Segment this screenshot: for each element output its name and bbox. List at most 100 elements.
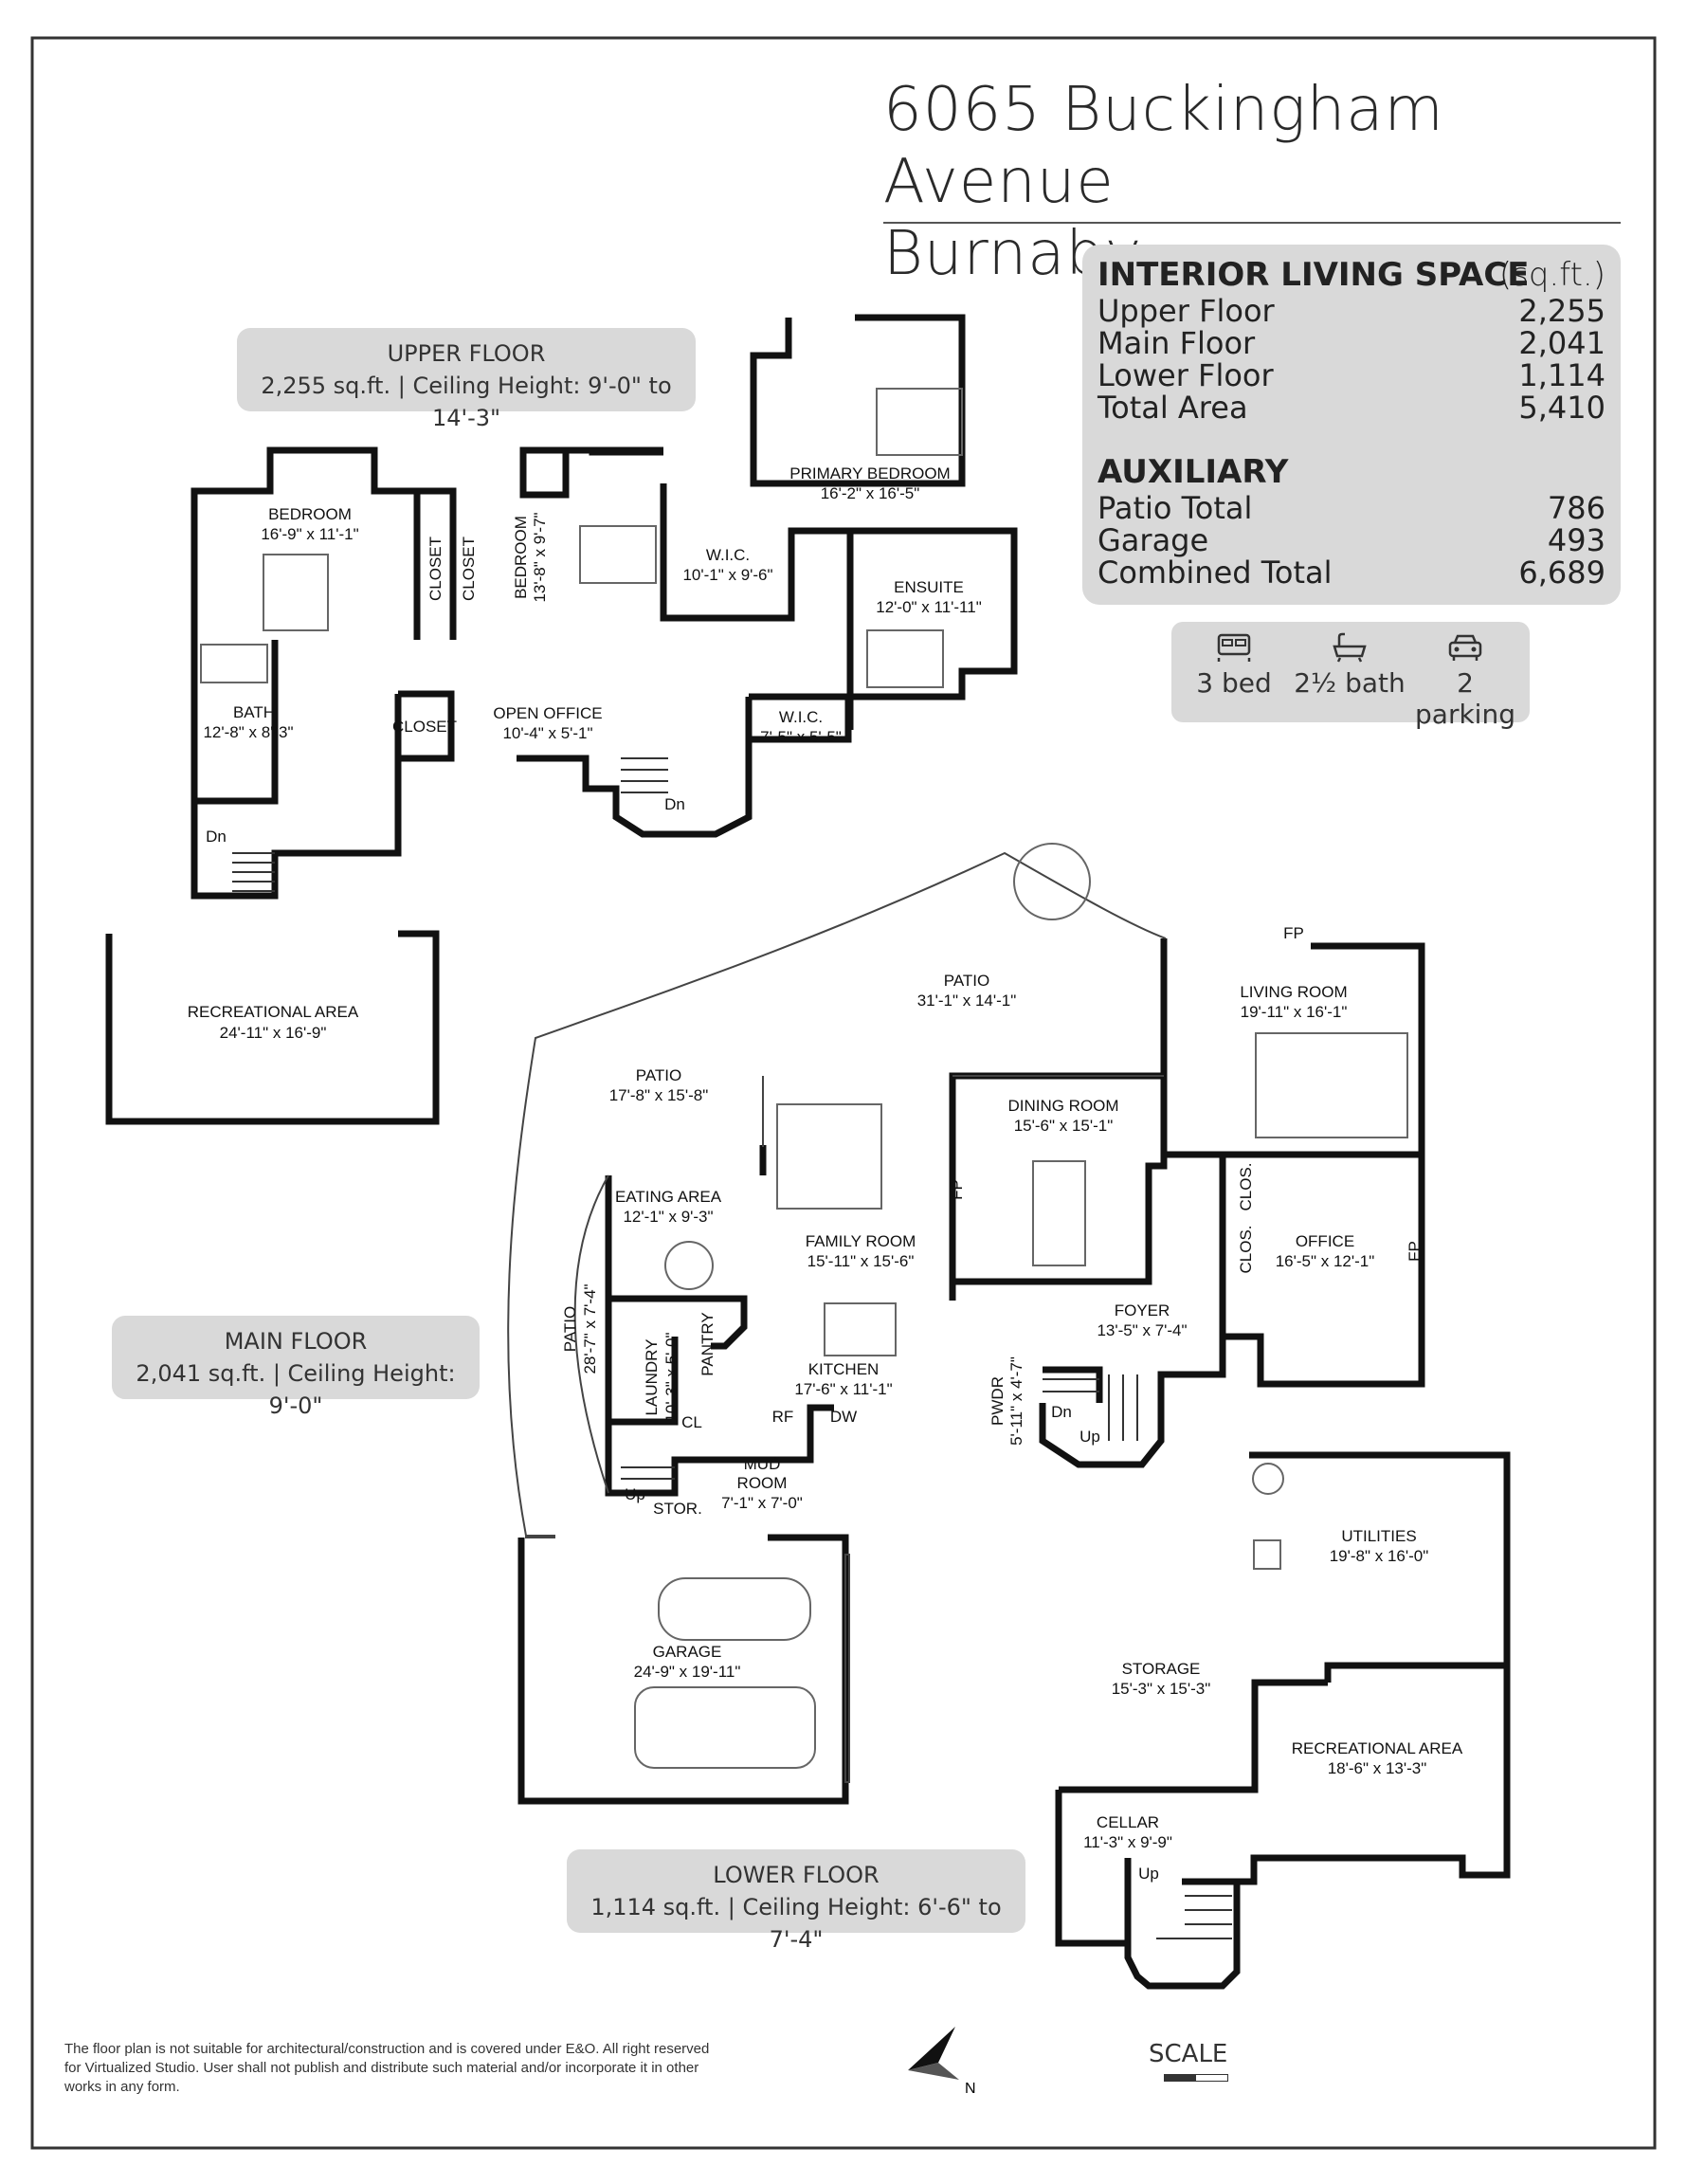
marker-up-main: Up [1079, 1428, 1100, 1446]
dims-primary-bedroom: 16'-2" x 16'-5" [821, 484, 920, 502]
label-patio-side: PATIO [561, 1306, 579, 1353]
label-dining-room: DINING ROOM [1007, 1097, 1118, 1115]
table-eating [664, 1241, 714, 1290]
title-divider [883, 222, 1621, 224]
label-storage: STORAGE [1122, 1660, 1201, 1678]
dims-garage: 24'-9" x 19'-11" [634, 1663, 741, 1681]
room-labels: PRIMARY BEDROOM 16'-2" x 16'-5" BEDROOM … [188, 464, 1463, 1883]
bed-icon [1217, 633, 1251, 662]
dims-family-room: 15'-11" x 15'-6" [807, 1252, 915, 1270]
marker-dn-upper: Dn [664, 795, 685, 813]
dims-patio-top: 31'-1" x 14'-1" [917, 992, 1017, 1010]
feature-bath: 2½ bath [1293, 631, 1406, 699]
dims-office: 16'-5" x 12'-1" [1276, 1252, 1375, 1270]
label-patio-left: PATIO [636, 1066, 682, 1084]
label-closet-b: CLOSET [460, 537, 478, 601]
bathtub-icon [1333, 632, 1367, 663]
walls [105, 314, 1511, 1990]
bathtub-ensuite [866, 629, 944, 688]
lower-floor-detail: 1,114 sq.ft. | Ceiling Height: 6'-6" to … [590, 1894, 1002, 1953]
dims-open-office: 10'-4" x 5'-1" [502, 724, 592, 742]
dims-mud-room: 7'-1" x 7'-0" [721, 1494, 803, 1512]
car-lower [634, 1686, 816, 1769]
features-panel: 3 bed 2½ bath 2 parking [1171, 622, 1530, 730]
dims-storage: 15'-3" x 15'-3" [1112, 1680, 1211, 1698]
disclaimer-line: for Virtualized Studio. User shall not p… [64, 2060, 699, 2076]
main-floor-detail: 2,041 sq.ft. | Ceiling Height: 9'-0" [136, 1360, 456, 1419]
label-pantry: PANTRY [698, 1312, 717, 1375]
main-floor-tag: MAIN FLOOR 2,041 sq.ft. | Ceiling Height… [112, 1316, 480, 1419]
marker-fp-family: FP [948, 1179, 966, 1200]
dims-bedroom2: 13'-8" x 9'-7" [531, 512, 549, 602]
label-stor: STOR. [653, 1500, 702, 1518]
table-dining [1032, 1160, 1086, 1266]
label-rec-upper: RECREATIONAL AREA [188, 1003, 359, 1021]
label-laundry: LAUNDRY [643, 1339, 661, 1416]
summary-value: 493 [1547, 522, 1605, 558]
disclaimer-line: works in any form. [64, 2079, 180, 2095]
label-closet-c: CLOSET [392, 718, 457, 736]
dims-kitchen: 17'-6" x 11'-1" [794, 1380, 892, 1398]
label-cellar: CELLAR [1097, 1813, 1159, 1831]
plant-patio [1013, 843, 1091, 920]
summary-row: Lower Floor 1,114 [1097, 358, 1605, 392]
bed-bedroom2 [579, 525, 657, 584]
dims-patio-side: 28'-7" x 7'-4" [581, 1283, 599, 1374]
feature-parking: 2 parking [1408, 631, 1522, 730]
auxiliary-heading: AUXILIARY [1097, 453, 1289, 491]
summary-value: 6,689 [1518, 555, 1605, 591]
dims-dining-room: 15'-6" x 15'-1" [1014, 1117, 1114, 1135]
label-open-office: OPEN OFFICE [493, 704, 602, 722]
auxiliary-heading-row: AUXILIARY [1097, 455, 1605, 489]
interior-heading: INTERIOR LIVING SPACE [1097, 256, 1530, 294]
dims-bath: 12'-8" x 8'-3" [203, 723, 293, 741]
dims-bedroom1: 16'-9" x 11'-1" [261, 525, 358, 543]
label-foyer: FOYER [1115, 1301, 1170, 1320]
summary-row: Garage 493 [1097, 523, 1605, 557]
bed-bedroom1 [263, 554, 329, 631]
summary-label: Combined Total [1097, 555, 1333, 591]
summary-label: Upper Floor [1097, 293, 1275, 329]
lower-floor-name: LOWER FLOOR [713, 1862, 880, 1888]
scale-bar [1164, 2074, 1228, 2082]
dims-eating-area: 12'-1" x 9'-3" [623, 1208, 713, 1226]
summary-value: 5,410 [1518, 390, 1605, 426]
dims-foyer: 13'-5" x 7'-4" [1097, 1321, 1187, 1339]
bed-count: 3 bed [1196, 667, 1272, 699]
label-closet-a: CLOSET [426, 537, 444, 601]
marker-cl: CL [681, 1413, 702, 1431]
dims-ensuite: 12'-0" x 11'-11" [876, 598, 982, 616]
summary-label: Lower Floor [1097, 357, 1274, 393]
label-primary-bedroom: PRIMARY BEDROOM [789, 464, 950, 482]
disclaimer: The floor plan is not suitable for archi… [64, 2040, 823, 2097]
label-kitchen: KITCHEN [808, 1360, 880, 1378]
summary-row: Total Area 5,410 [1097, 391, 1605, 425]
car-icon [1448, 634, 1482, 661]
label-wic2: W.I.C. [779, 708, 823, 726]
summary-label: Garage [1097, 522, 1209, 558]
lower-floor-tag: LOWER FLOOR 1,114 sq.ft. | Ceiling Heigh… [567, 1849, 1025, 1953]
marker-dn-main: Dn [1051, 1403, 1072, 1421]
label-clos2: CLOS. [1237, 1225, 1255, 1273]
outlines [507, 851, 1167, 1783]
summary-label: Main Floor [1097, 325, 1256, 361]
label-wic1: W.I.C. [706, 546, 750, 564]
page-border [30, 36, 1657, 2150]
dims-cellar: 11'-3" x 9'-9" [1083, 1833, 1172, 1851]
label-patio-top: PATIO [944, 972, 990, 990]
summary-label: Total Area [1097, 390, 1248, 426]
north-label: N [965, 2081, 976, 2097]
label-utilities: UTILITIES [1341, 1527, 1416, 1545]
marker-rf: RF [772, 1408, 794, 1426]
label-eating-area: EATING AREA [615, 1188, 722, 1206]
main-floor-name: MAIN FLOOR [224, 1328, 368, 1355]
dims-wic2: 7'-5" x 5'-5" [760, 728, 842, 746]
label-ensuite: ENSUITE [894, 578, 964, 596]
marker-fp-living: FP [1283, 924, 1304, 942]
dims-laundry: 10'-3" x 5'-0" [662, 1332, 680, 1422]
sofa-living [1255, 1032, 1408, 1138]
label-office: OFFICE [1296, 1232, 1354, 1250]
summary-value: 1,114 [1518, 357, 1605, 393]
label-bedroom2: BEDROOM [512, 516, 530, 599]
bathtub-bath [200, 644, 268, 683]
